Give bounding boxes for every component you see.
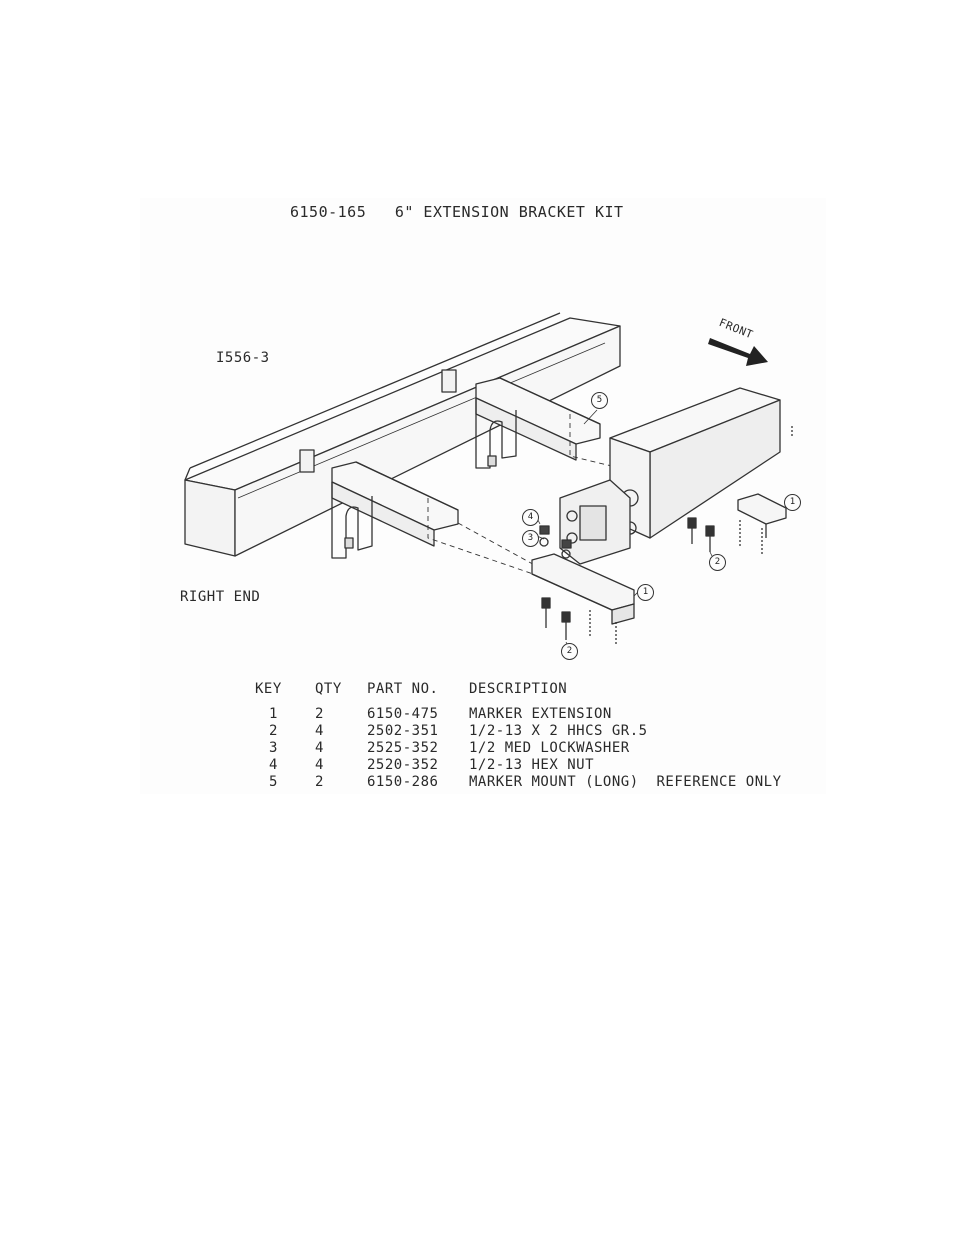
cell-key: 2 xyxy=(255,722,315,739)
front-arrow xyxy=(708,338,768,366)
marker-extension-rear xyxy=(738,494,786,538)
table-row: 5 2 6150-286 MARKER MOUNT (LONG) REFEREN… xyxy=(255,773,782,790)
cell-key: 4 xyxy=(255,756,315,773)
cell-description: MARKER MOUNT (LONG) REFERENCE ONLY xyxy=(469,773,782,790)
cell-part-no: 2525-352 xyxy=(367,739,469,756)
end-label: RIGHT END xyxy=(180,589,260,605)
drawing-number: I556-3 xyxy=(216,350,270,366)
cell-key: 1 xyxy=(255,705,315,722)
cell-qty: 2 xyxy=(315,773,367,790)
cell-description: 1/2 MED LOCKWASHER xyxy=(469,739,782,756)
callout-2-front: 2 xyxy=(561,643,578,660)
cell-key: 3 xyxy=(255,739,315,756)
cell-qty: 4 xyxy=(315,739,367,756)
parts-table-header: KEY QTY PART NO. DESCRIPTION xyxy=(255,680,782,705)
header-key: KEY xyxy=(255,680,315,705)
cell-qty: 4 xyxy=(315,722,367,739)
callout-3: 3 xyxy=(522,530,539,547)
callout-1-front: 1 xyxy=(637,584,654,601)
table-row: 3 4 2525-352 1/2 MED LOCKWASHER xyxy=(255,739,782,756)
cell-description: 1/2-13 X 2 HHCS GR.5 xyxy=(469,722,782,739)
marker-extension-front xyxy=(532,554,634,624)
cell-key: 5 xyxy=(255,773,315,790)
cell-part-no: 6150-286 xyxy=(367,773,469,790)
kit-title: 6150-165 6" EXTENSION BRACKET KIT xyxy=(290,203,624,221)
callout-5: 5 xyxy=(591,392,608,409)
cell-part-no: 6150-475 xyxy=(367,705,469,722)
callout-4: 4 xyxy=(522,509,539,526)
callout-1-rear: 1 xyxy=(784,494,801,511)
callout-2-rear: 2 xyxy=(709,554,726,571)
table-row: 2 4 2502-351 1/2-13 X 2 HHCS GR.5 xyxy=(255,722,782,739)
cell-qty: 2 xyxy=(315,705,367,722)
cell-description: MARKER EXTENSION xyxy=(469,705,782,722)
table-row: 1 2 6150-475 MARKER EXTENSION xyxy=(255,705,782,722)
header-part-no: PART NO. xyxy=(367,680,469,705)
table-row: 4 4 2520-352 1/2-13 HEX NUT xyxy=(255,756,782,773)
cell-part-no: 2502-351 xyxy=(367,722,469,739)
parts-table: KEY QTY PART NO. DESCRIPTION 1 2 6150-47… xyxy=(255,680,782,790)
diagram-sheet: 6150-165 6" EXTENSION BRACKET KIT I556-3… xyxy=(140,198,826,794)
cell-part-no: 2520-352 xyxy=(367,756,469,773)
cell-description: 1/2-13 HEX NUT xyxy=(469,756,782,773)
header-description: DESCRIPTION xyxy=(469,680,782,705)
cell-qty: 4 xyxy=(315,756,367,773)
header-qty: QTY xyxy=(315,680,367,705)
